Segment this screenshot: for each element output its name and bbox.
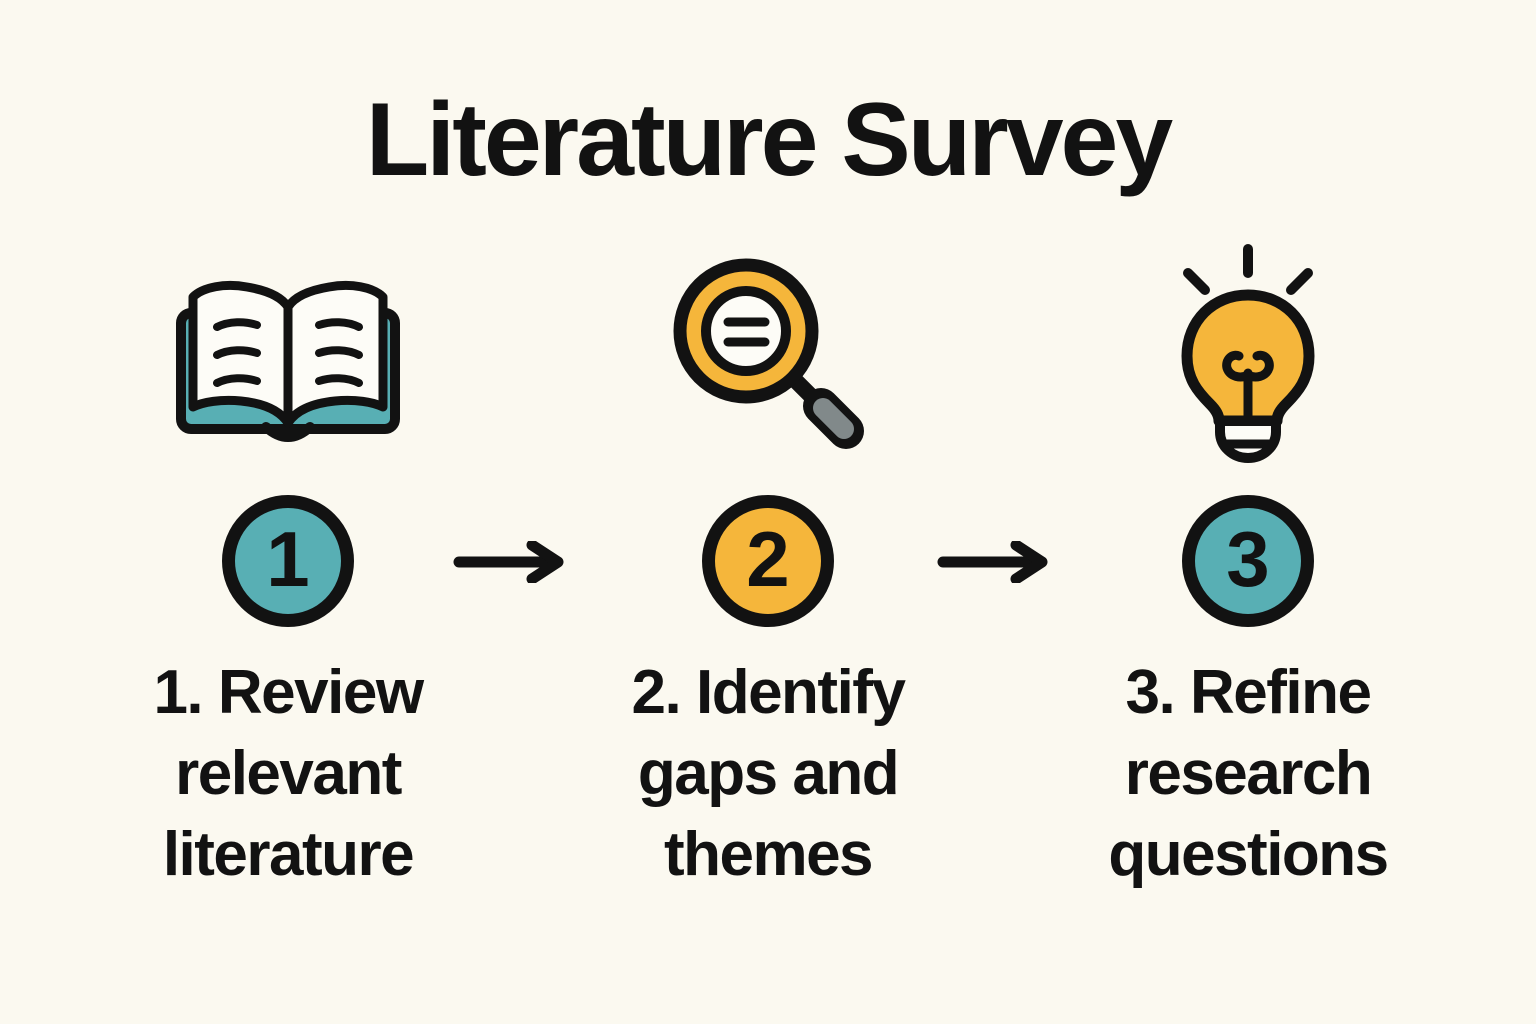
badges-row: 1 2 3 (48, 494, 1488, 628)
step-2-number: 2 (746, 514, 790, 603)
step-3-label: 3. Refine research questions (1108, 658, 1389, 889)
step-2-label: 2. Identify gaps and themes (631, 658, 906, 889)
step-1-badge: 1 (222, 495, 354, 627)
step-1-number: 1 (266, 514, 310, 603)
step-3-badge: 3 (1182, 495, 1314, 627)
open-book-icon (173, 263, 403, 448)
arrow-right-icon (452, 539, 574, 588)
labels-row: 1. Review relevant literature 2. Identif… (48, 652, 1488, 895)
magnifying-glass-icon (668, 253, 868, 458)
page-title: Literature Survey (365, 82, 1173, 198)
arrow-right-icon (936, 539, 1058, 588)
step-2-badge: 2 (702, 495, 834, 627)
step-3-number: 3 (1226, 514, 1270, 603)
icons-row (48, 238, 1488, 472)
lightbulb-icon (1163, 241, 1333, 470)
step-1-label: 1. Review relevant literature (153, 658, 424, 889)
